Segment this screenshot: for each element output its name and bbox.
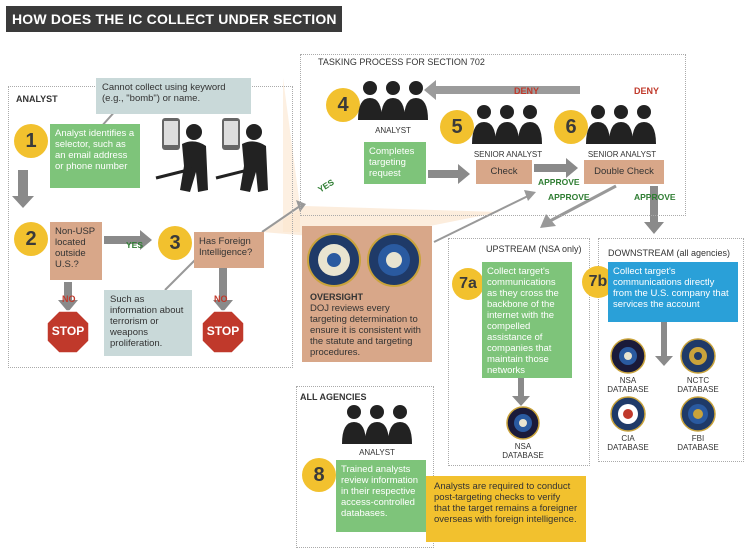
nctc-seal-icon [680, 338, 716, 374]
senior-analyst-group-icon-5 [472, 105, 542, 144]
all-agencies-analyst-icon [342, 405, 412, 444]
step-1-box: Analyst identifies a selector, such as a… [50, 124, 140, 188]
step-4-badge: 4 [326, 88, 360, 122]
step-2-badge: 2 [14, 222, 48, 256]
step-6-box: Double Check [584, 160, 664, 184]
analyst-group-icon [358, 81, 428, 120]
step-5-badge: 5 [440, 110, 474, 144]
db-cia-label: CIA DATABASE [607, 434, 649, 452]
step-3-box: Has Foreign Intelligence? [194, 232, 264, 268]
upstream-label: UPSTREAM (NSA only) [486, 244, 582, 254]
approve-label-down: APPROVE [634, 192, 676, 202]
stop-sign-left-icon [46, 310, 90, 354]
step-6-badge: 6 [554, 110, 588, 144]
approve-label-1: APPROVE [538, 177, 580, 187]
downstream-box: Collect target's communications directly… [608, 262, 738, 322]
db-nsa-label: NSA DATABASE [607, 376, 649, 394]
oversight-title: OVERSIGHT [310, 292, 364, 302]
step2-yes-label: YES [126, 240, 144, 250]
step5-role: SENIOR ANALYST [473, 150, 543, 159]
nsa-seal-icon [506, 406, 540, 440]
page-title: HOW DOES THE IC COLLECT UNDER SECTION 70… [6, 6, 342, 53]
oversight-text: DOJ reviews every targeting determinatio… [310, 303, 421, 358]
step-8-badge: 8 [302, 458, 336, 492]
stop-label-right: STOP [206, 324, 240, 338]
upstream-box: Collect target's communications as they … [482, 262, 572, 378]
tasking-section [300, 54, 686, 216]
step-1-badge: 1 [14, 124, 48, 158]
analyst-section-label: ANALYST [16, 94, 58, 104]
nsa-downstream-seal-icon [610, 338, 646, 374]
step6-role: SENIOR ANALYST [587, 150, 657, 159]
no-label-right: NO [214, 294, 228, 304]
keyword-note: Cannot collect using keyword (e.g., "bom… [96, 78, 251, 114]
deny-label-2: DENY [634, 86, 660, 96]
upstream-section [448, 238, 590, 466]
db-fbi-label: FBI DATABASE [677, 434, 719, 452]
upstream-db-label: NSA DATABASE [502, 442, 544, 460]
downstream-label: DOWNSTREAM (all agencies) [608, 248, 731, 258]
db-nctc-label: NCTC DATABASE [677, 376, 719, 394]
all-agencies-section [296, 386, 434, 548]
post-targeting-note: Analysts are required to conduct post-ta… [426, 476, 586, 542]
info-note: Such as information about terrorism or w… [104, 290, 192, 356]
downstream-section [598, 238, 744, 462]
step-3-badge: 3 [158, 226, 192, 260]
senior-analyst-group-icon-6 [586, 105, 656, 144]
stop-sign-right-icon [201, 310, 245, 354]
approve-label-up: APPROVE [548, 192, 590, 202]
cia-seal-icon [610, 396, 646, 432]
step-2-box: Non-USP located outside U.S.? [50, 222, 102, 280]
step-7a-badge: 7a [452, 268, 484, 300]
step-8-box: Trained analysts review information in t… [336, 460, 426, 532]
step4-role: ANALYST [375, 126, 411, 135]
deny-label-1: DENY [514, 86, 540, 96]
tasking-section-label: TASKING PROCESS FOR SECTION 702 [318, 57, 485, 67]
step-5-box: Check [476, 160, 532, 184]
soldiers-with-phones-icon [155, 118, 268, 192]
doj-seals-icon [307, 233, 421, 287]
stop-label-left: STOP [51, 324, 85, 338]
no-label-left: NO [62, 294, 76, 304]
all-agencies-role: ANALYST [359, 448, 395, 457]
fbi-seal-icon [680, 396, 716, 432]
all-agencies-label: ALL AGENCIES [300, 392, 367, 402]
step-4-box: Completes targeting request [364, 142, 426, 184]
